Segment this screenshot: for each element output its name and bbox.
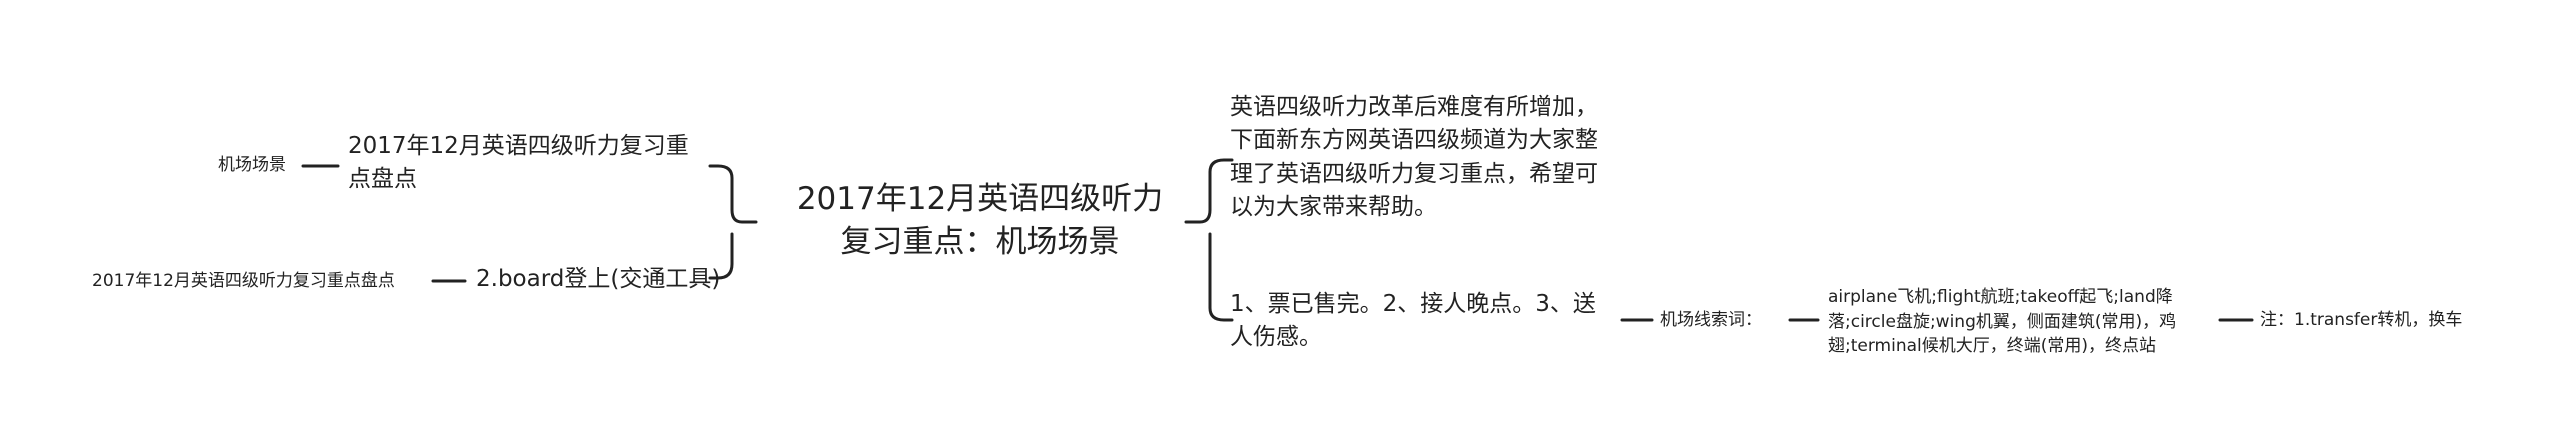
vocabulary-note: 注：1.transfer转机，换车 (2260, 310, 2463, 330)
right-intro: 英语四级听力改革后难度有所增加，下面新东方网英语四级频道为大家整理了英语四级听力… (1230, 94, 1598, 221)
right-bracket (1184, 158, 1234, 322)
airport-cues-label: 机场线索词： (1660, 310, 1762, 330)
airport-vocabulary: airplane飞机;flight航班;takeoff起飞;land降落;cir… (1828, 287, 2177, 357)
left-branch-2-child: 2017年12月英语四级听力复习重点盘点 (92, 271, 395, 291)
left-bracket (708, 164, 758, 280)
left-branch-1-child: 机场场景 (218, 155, 286, 175)
left-branch-1: 2017年12月英语四级听力复习重点盘点 (348, 133, 689, 193)
root-node: 2017年12月英语四级听力复习重点：机场场景 (796, 181, 1164, 261)
left-branch-2: 2.board登上(交通工具) (476, 266, 721, 292)
right-point: 1、票已售完。2、接人晚点。3、送人伤感。 (1230, 291, 1596, 351)
